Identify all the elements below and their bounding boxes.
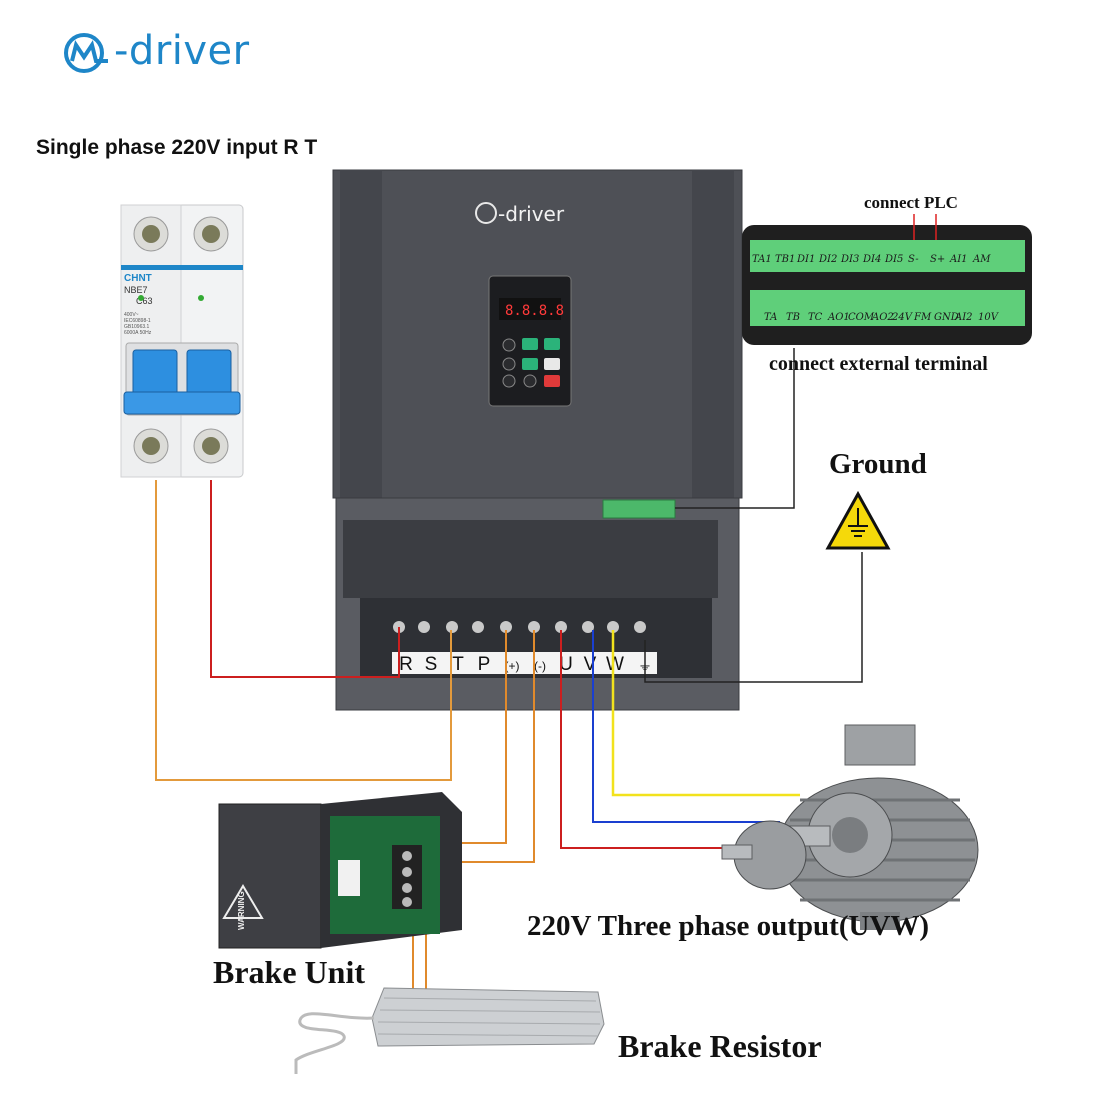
term-bottom-1: TB [786,312,800,323]
brand-text: -driver [114,28,250,74]
terminal-U: U [559,654,573,675]
term-bottom-3: AO1 [827,312,850,323]
keypad[interactable]: 8.8.8.8 [488,275,572,407]
brake-unit: WARNING [218,792,462,949]
breaker-spec-4: 6000A 50Hz [124,330,152,336]
term-top-4: DI3 [840,254,859,265]
brand-logo: -driver [62,28,250,75]
terminal-T: T [452,654,464,675]
term-top-0: TA1 [752,254,772,265]
inverter: -driver 8.8.8.8 [332,169,743,711]
breaker-brand: CHNT [124,273,152,284]
breaker-rating: C63 [136,296,153,306]
brake-unit-warning: WARNING [237,891,246,930]
terminal-S: S [425,654,438,675]
term-top-7: S- [908,254,919,265]
wire-T [155,480,452,781]
term-bottom-0: TA [764,312,777,323]
brake-unit-label: Brake Unit [213,954,365,990]
power-terminal-screws [393,621,646,633]
terminal-V: V [584,654,597,675]
term-top-2: DI1 [796,254,815,265]
wire-R [210,480,400,678]
breaker-spec-3: GB10963.1 [124,324,150,330]
breaker-spec-1: 400V~ [124,312,139,318]
ground-label: Ground [829,448,927,480]
brake-resistor [294,987,605,1074]
wire-W [611,630,800,797]
output-label: 220V Three phase output(UVW) [527,910,930,942]
motor [721,724,979,930]
term-bottom-10: 10V [978,312,1000,323]
connect-external-label: connect external terminal [769,353,988,375]
breaker-spec-2: IEC60898-1 [124,318,151,324]
term-top-5: DI4 [862,254,881,265]
terminal-plus: (+) [505,659,520,673]
ground-icon [825,490,891,550]
terminal-P: P [478,654,491,675]
term-bottom-2: TC [808,312,823,323]
term-top-9: AI1 [949,254,968,265]
term-bottom-7: FM [913,312,932,323]
wire-U [560,630,727,849]
term-bottom-9: AI2 [954,312,973,323]
input-label: Single phase 220V input R T [36,136,318,159]
terminal-R: R [399,654,413,675]
connect-plc-label: connect PLC [864,193,958,212]
warning-icon [222,884,264,919]
term-top-6: DI5 [884,254,903,265]
term-top-1: TB1 [775,254,795,265]
term-top-10: AM [972,254,991,265]
wire-plus [462,630,507,844]
terminal-minus: (-) [534,659,546,673]
keypad-display: 8.8.8.8 [505,303,564,319]
terminal-W: W [606,654,624,675]
breaker-model: NBE7 [124,285,148,295]
term-bottom-4: COM [848,312,875,323]
wire-V [592,630,780,823]
brake-resistor-label: Brake Resistor [618,1028,822,1064]
term-top-3: DI2 [818,254,837,265]
term-top-8: S+ [930,254,945,265]
terminal-strip-inset: TA1 TB1 DI1 DI2 DI3 DI4 DI5 S- S+ AI1 AM… [742,214,1032,345]
term-bottom-8: GND [934,312,959,323]
circuit-breaker: CHNT NBE7 C63 400V~ IEC60898-1 GB10963.1… [120,204,244,478]
wire-minus [462,630,535,863]
term-bottom-5: AO2 [871,312,894,323]
m-logo-icon [64,33,108,73]
device-logo-text: -driver [498,202,565,226]
term-bottom-6: 24V [891,312,914,323]
